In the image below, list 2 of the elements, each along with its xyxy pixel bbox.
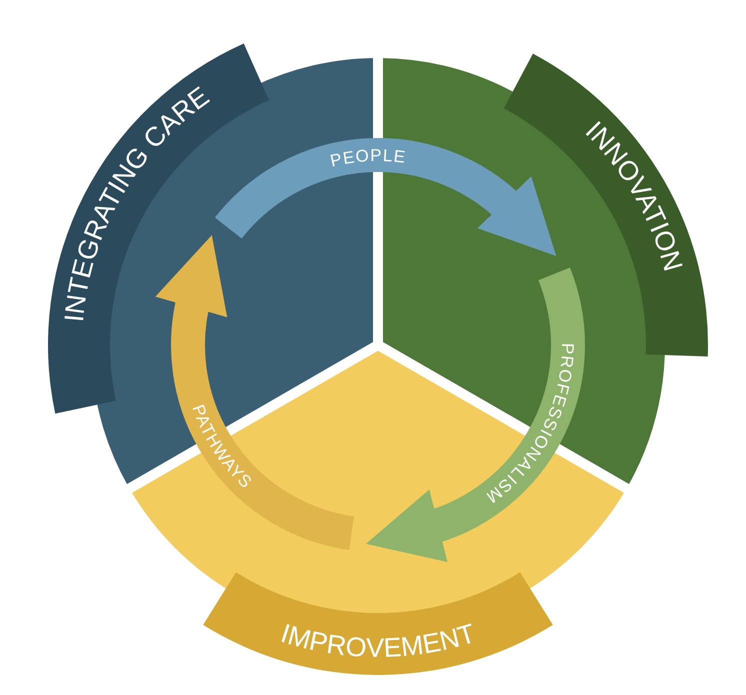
sector-title: IMPROVEMENT [277, 618, 479, 664]
edge-label: PEOPLE [328, 146, 408, 171]
